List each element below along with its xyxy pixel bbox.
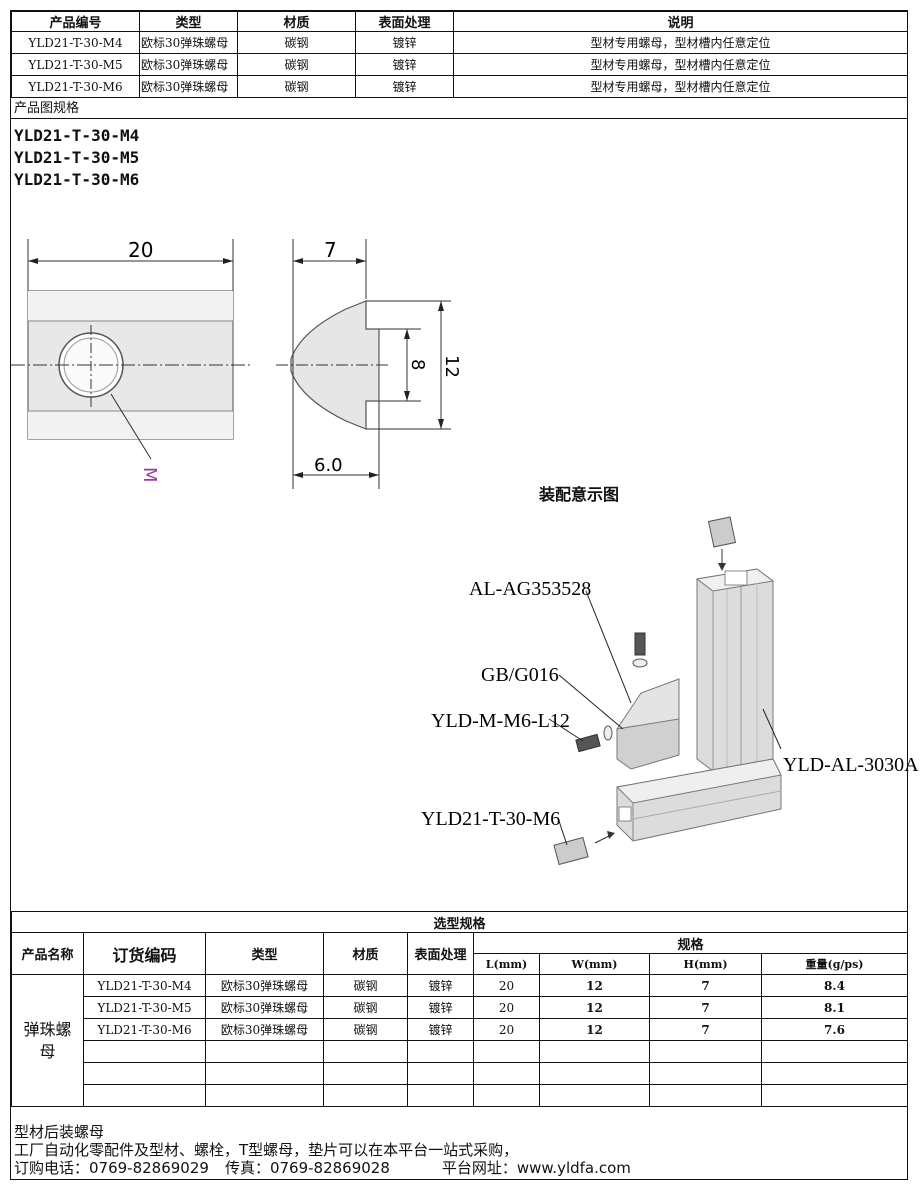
table-caption: 选型规格 (11, 911, 908, 933)
cell-material: 碳钢 (237, 75, 356, 98)
cell-surface: 镀锌 (407, 974, 474, 997)
footer-title: 型材后装螺母 (14, 1123, 105, 1141)
assembly-illustration (548, 516, 782, 866)
table-row: YLD21-T-30-M6 欧标30弹珠螺母 碳钢 镀锌 20 12 7 7.6 (12, 1018, 908, 1041)
header-product-code: 产品编号 (11, 11, 140, 32)
cell-surface: 镀锌 (407, 996, 474, 1019)
footer-fax: 传真：0769-82869028 (224, 1159, 390, 1177)
cell-type: 欧标30弹珠螺母 (139, 31, 238, 54)
cell-material: 碳钢 (237, 53, 356, 76)
table-row: 弹珠螺母 YLD21-T-30-M4 欧标30弹珠螺母 碳钢 镀锌 20 12 … (11, 974, 908, 1107)
cell-surface: 镀锌 (355, 31, 454, 54)
cell-length: 20 (473, 1018, 540, 1041)
table-row: YLD21-T-30-M6 欧标30弹珠螺母 碳钢 镀锌 型材专用螺母，型材槽内… (11, 75, 908, 98)
footer-description: 工厂自动化零配件及型材、螺栓，T型螺母，垫片可以在本平台一站式采购， (14, 1141, 519, 1159)
cell-material: 碳钢 (323, 1018, 408, 1041)
cell-description: 型材专用螺母，型材槽内任意定位 (453, 75, 908, 98)
cell-length: 20 (473, 996, 540, 1019)
cell-code: YLD21-T-30-M5 (83, 996, 206, 1019)
table-row: YLD21-T-30-M5 欧标30弹珠螺母 碳钢 镀锌 型材专用螺母，型材槽内… (11, 53, 908, 76)
footer-website[interactable]: 平台网址：www.yldfa.com (441, 1159, 631, 1177)
dimension-height-label: 12 (441, 355, 462, 378)
drawing-canvas: 20 M (11, 238, 919, 866)
label-gb-g016: GB/G016 (481, 664, 559, 686)
cell-weight: 8.1 (761, 996, 908, 1019)
footer: 型材后装螺母 工厂自动化零配件及型材、螺栓，T型螺母，垫片可以在本平台一站式采购… (14, 1123, 904, 1177)
cell-material: 碳钢 (323, 974, 408, 997)
product-sheet: 产品编号 类型 材质 表面处理 说明 YLD21-T-30-M4 欧标30弹珠螺… (10, 10, 919, 1180)
cell-height: 7 (649, 974, 762, 997)
cell-description: 型材专用螺母，型材槽内任意定位 (453, 31, 908, 54)
header-type: 类型 (205, 932, 324, 975)
header-spec: 规格 (473, 932, 908, 954)
empty-row (12, 1062, 908, 1085)
dimension-bottom-label: 6.0 (314, 455, 343, 476)
section-label: 产品图规格 (11, 99, 907, 119)
dimension-width-label: 20 (128, 238, 153, 262)
product-name-cell: 弹珠螺母 (11, 974, 84, 1107)
footer-contact: 订购电话：0769-82869029 传真：0769-82869028 平台网址：w… (14, 1159, 904, 1177)
subheader-weight: 重量(g/ps) (761, 953, 908, 975)
header-product-name: 产品名称 (11, 932, 84, 975)
cell-height: 7 (649, 996, 762, 1019)
label-al-ag353528: AL-AG353528 (469, 578, 591, 600)
cell-type: 欧标30弹珠螺母 (139, 53, 238, 76)
header-order-code: 订货编码 (83, 932, 206, 975)
thread-label: M (139, 467, 160, 483)
selection-spec-table: 选型规格 产品名称 订货编码 类型 材质 表面处理 规格 L(mm) W(mm)… (11, 911, 908, 1107)
cell-material: 碳钢 (323, 996, 408, 1019)
subheader-width: W(mm) (539, 953, 650, 975)
cell-width: 12 (539, 1018, 650, 1041)
cell-code: YLD21-T-30-M6 (83, 1018, 206, 1041)
table-header-row: 产品编号 类型 材质 表面处理 说明 (11, 11, 908, 32)
cell-weight: 8.4 (761, 974, 908, 997)
cell-surface: 镀锌 (407, 1018, 474, 1041)
cell-length: 20 (473, 974, 540, 997)
model-list: YLD21-T-30-M4 YLD21-T-30-M5 YLD21-T-30-M… (14, 125, 139, 191)
subheader-height: H(mm) (649, 953, 762, 975)
assembly-title: 装配意示图 (539, 485, 620, 504)
cell-width: 12 (539, 974, 650, 997)
cell-code: YLD21-T-30-M5 (11, 53, 140, 76)
model-name: YLD21-T-30-M4 (14, 126, 140, 145)
cell-height: 7 (649, 1018, 762, 1041)
cell-description: 型材专用螺母，型材槽内任意定位 (453, 53, 908, 76)
cell-width: 12 (539, 996, 650, 1019)
cell-code: YLD21-T-30-M4 (83, 974, 206, 997)
subheader-length: L(mm) (473, 953, 540, 975)
model-name: YLD21-T-30-M6 (14, 170, 140, 189)
front-view (11, 239, 251, 460)
cell-surface: 镀锌 (355, 75, 454, 98)
empty-row (12, 1040, 908, 1063)
header-type: 类型 (139, 11, 238, 32)
header-material: 材质 (237, 11, 356, 32)
header-description: 说明 (453, 11, 908, 32)
header-surface: 表面处理 (355, 11, 454, 32)
label-yld-al-3030a: YLD-AL-3030A (783, 754, 919, 776)
empty-row (12, 1084, 908, 1107)
dimension-inner-label: 8 (407, 359, 428, 370)
table-row: YLD21-T-30-M4 欧标30弹珠螺母 碳钢 镀锌 型材专用螺母，型材槽内… (11, 31, 908, 54)
cell-type: 欧标30弹珠螺母 (205, 1018, 324, 1041)
cell-material: 碳钢 (237, 31, 356, 54)
product-name: 弹珠螺母 (23, 1019, 72, 1061)
header-material: 材质 (323, 932, 408, 975)
side-view (276, 239, 451, 489)
product-spec-table: 产品编号 类型 材质 表面处理 说明 YLD21-T-30-M4 欧标30弹珠螺… (11, 11, 908, 98)
cell-code: YLD21-T-30-M6 (11, 75, 140, 98)
dimension-depth-label: 7 (324, 238, 337, 262)
technical-drawing: 20 M (11, 119, 919, 911)
cell-code: YLD21-T-30-M4 (11, 31, 140, 54)
cell-surface: 镀锌 (355, 53, 454, 76)
label-yld-m-m6-l12: YLD-M-M6-L12 (431, 710, 570, 732)
header-surface: 表面处理 (407, 932, 474, 975)
label-yld21-t-30-m6: YLD21-T-30-M6 (421, 808, 560, 830)
model-name: YLD21-T-30-M5 (14, 148, 140, 167)
table-row: YLD21-T-30-M5 欧标30弹珠螺母 碳钢 镀锌 20 12 7 8.1 (12, 996, 908, 1019)
cell-type: 欧标30弹珠螺母 (139, 75, 238, 98)
cell-type: 欧标30弹珠螺母 (205, 996, 324, 1019)
cell-type: 欧标30弹珠螺母 (205, 974, 324, 997)
cell-weight: 7.6 (761, 1018, 908, 1041)
footer-phone: 订购电话：0769-82869029 (14, 1159, 209, 1177)
